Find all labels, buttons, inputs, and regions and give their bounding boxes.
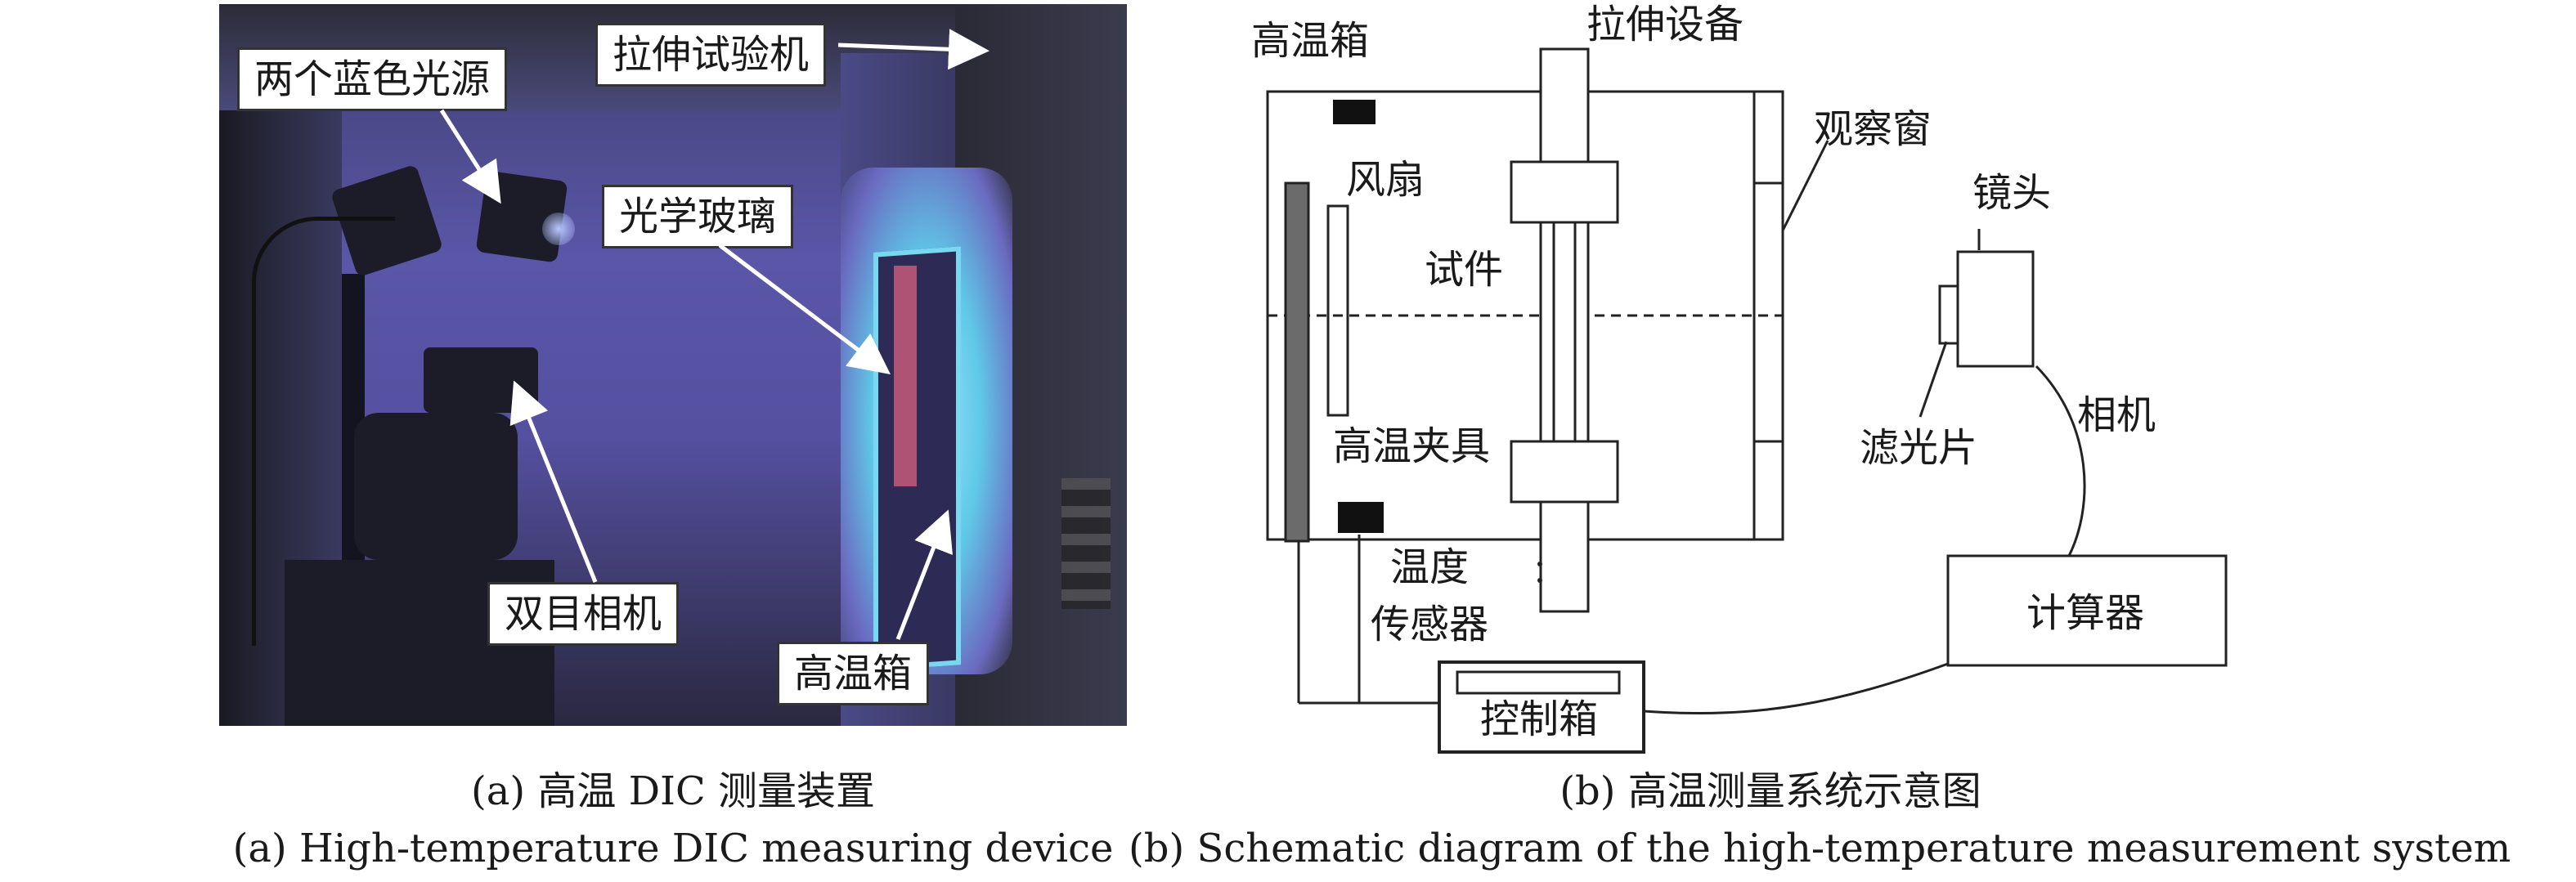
light-glow bbox=[542, 213, 575, 245]
pull-rod bbox=[1539, 47, 1590, 613]
label-control-box: 控制箱 bbox=[1480, 696, 1599, 742]
filter-leader bbox=[1919, 341, 1948, 418]
window-leader bbox=[1781, 140, 1829, 231]
caption-a-cn: (a) 高温 DIC 测量装置 bbox=[470, 768, 876, 814]
label-lens: 镜头 bbox=[1972, 170, 2052, 216]
label-computer: 计算器 bbox=[2026, 590, 2145, 636]
chamber-outline bbox=[1266, 90, 1784, 541]
label-optical-glass: 光学玻璃 bbox=[602, 185, 794, 248]
label-binocular-camera: 双目相机 bbox=[487, 582, 680, 646]
label-observation-window: 观察窗 bbox=[1814, 106, 1932, 152]
label-tensile-machine: 拉伸试验机 bbox=[595, 23, 827, 87]
caption-b-en: (b) Schematic diagram of the high-temper… bbox=[1129, 826, 2511, 871]
specimen-bar bbox=[1552, 221, 1577, 445]
label-chamber: 高温箱 bbox=[1251, 18, 1370, 64]
label-camera: 相机 bbox=[2077, 392, 2156, 438]
label-tensile-equipment: 拉伸设备 bbox=[1586, 2, 1744, 47]
computer-to-control-cable bbox=[1643, 662, 1949, 714]
sensor-bottom bbox=[1338, 502, 1384, 533]
camera-body bbox=[424, 347, 538, 413]
cable bbox=[252, 217, 395, 646]
label-high-temp-fixture: 高温夹具 bbox=[1333, 423, 1491, 469]
label-temp-sensor-line2: 传感器 bbox=[1371, 602, 1489, 647]
caption-a-en: (a) High-temperature DIC measuring devic… bbox=[232, 826, 1114, 871]
lens-body bbox=[1938, 284, 1959, 345]
control-box-display bbox=[1456, 670, 1621, 695]
camera-box bbox=[1956, 250, 2035, 368]
lower-grip bbox=[1510, 440, 1619, 504]
heater-element bbox=[1284, 181, 1310, 543]
fan-plate bbox=[1326, 204, 1349, 417]
label-high-temp-chamber-photo: 高温箱 bbox=[777, 642, 930, 705]
tripod-head bbox=[354, 413, 518, 560]
sensor-top bbox=[1333, 100, 1376, 124]
label-two-blue-lights: 两个蓝色光源 bbox=[237, 47, 508, 111]
dot-2 bbox=[1537, 578, 1542, 583]
label-filter: 滤光片 bbox=[1860, 425, 1978, 471]
specimen-strip bbox=[894, 266, 917, 486]
dot-1 bbox=[1537, 562, 1542, 566]
photo-panel bbox=[219, 4, 1127, 726]
label-specimen: 试件 bbox=[1425, 247, 1504, 293]
upper-grip bbox=[1510, 160, 1619, 224]
caption-b-cn: (b) 高温测量系统示意图 bbox=[1560, 768, 1981, 814]
label-fan: 风扇 bbox=[1346, 157, 1425, 203]
glass-window bbox=[873, 246, 961, 671]
machine-buttons bbox=[1061, 478, 1111, 609]
label-temp-sensor-line1: 温度 bbox=[1390, 544, 1470, 590]
